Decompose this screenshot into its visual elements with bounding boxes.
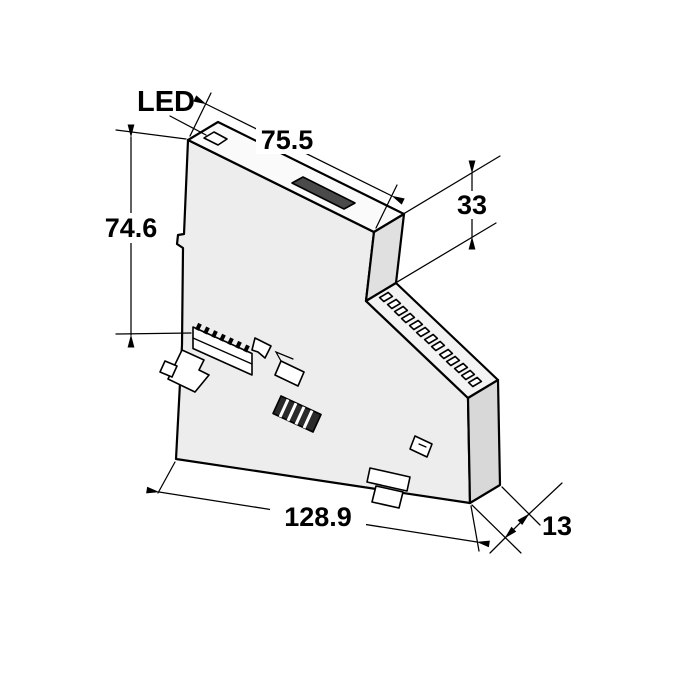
module-body: [174, 120, 502, 505]
module-end-face: [466, 378, 502, 505]
dimension-height: 74.6: [100, 124, 192, 348]
led-label: LED: [137, 86, 195, 118]
dim-label-overall-length: 128.9: [284, 502, 352, 532]
dimension-overall-length: 128.9: [146, 461, 490, 552]
base-connector-block: [192, 322, 253, 376]
dim-label-top-length: 75.5: [261, 125, 314, 155]
guide-tab: [251, 337, 272, 359]
clip-box: [274, 350, 305, 387]
dimension-top-length: 75.5: [189, 92, 405, 229]
dim-label-terminal-depth: 33: [457, 190, 487, 220]
small-clip: [409, 435, 433, 458]
dimension-width: 13: [471, 482, 572, 554]
latch-tip: [159, 360, 178, 378]
dimension-terminal-depth: 33: [371, 155, 501, 298]
dim-label-width: 13: [542, 511, 572, 541]
connector-pins: [195, 322, 250, 353]
grip-ribs: [272, 395, 322, 433]
led-callout: LED: [137, 86, 207, 136]
release-latch: [167, 349, 210, 393]
dim-label-height: 74.6: [105, 213, 158, 243]
